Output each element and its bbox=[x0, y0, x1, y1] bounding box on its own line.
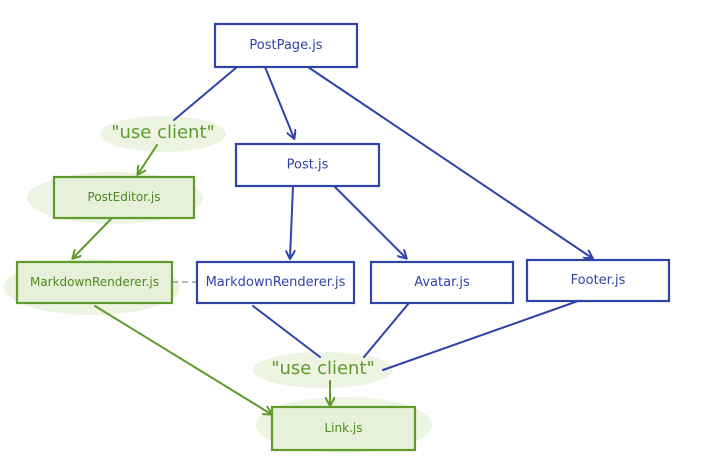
node-post-label: Post.js bbox=[287, 158, 329, 173]
node-link: Link.js bbox=[270, 405, 417, 452]
use-client-annotation-bottom: "use client" bbox=[271, 358, 375, 379]
node-footer-label: Footer.js bbox=[571, 273, 626, 288]
edge-post-markdown-right bbox=[290, 185, 293, 258]
edge-post-avatar bbox=[333, 185, 406, 258]
edge-markdown-right-link bbox=[252, 305, 321, 358]
node-link-label: Link.js bbox=[325, 421, 363, 435]
node-avatar-label: Avatar.js bbox=[414, 275, 470, 290]
edges bbox=[73, 66, 592, 414]
edge-postpage-post bbox=[264, 66, 294, 138]
node-footer: Footer.js bbox=[525, 258, 671, 303]
edge-footer-link bbox=[382, 300, 579, 371]
node-markdown-right: MarkdownRenderer.js bbox=[195, 260, 356, 305]
edge-avatar-link bbox=[363, 302, 410, 358]
node-markdown-left-label: MarkdownRenderer.js bbox=[30, 275, 159, 289]
edge-postpage-posteditor bbox=[173, 66, 238, 121]
node-markdown-right-label: MarkdownRenderer.js bbox=[206, 275, 346, 290]
edge-postpage-footer bbox=[307, 66, 592, 258]
node-markdown-left: MarkdownRenderer.js bbox=[15, 260, 174, 305]
use-client-annotation-top: "use client" bbox=[111, 122, 215, 143]
node-post: Post.js bbox=[234, 142, 381, 188]
edge-markdown-left-link bbox=[94, 305, 271, 414]
node-posteditor-label: PostEditor.js bbox=[88, 190, 161, 204]
edge-postpage-posteditor-arrow bbox=[138, 144, 158, 174]
node-postpage-label: PostPage.js bbox=[249, 38, 322, 53]
annotations: "use client" "use client" bbox=[111, 122, 375, 379]
node-postpage: PostPage.js bbox=[213, 22, 359, 69]
node-posteditor: PostEditor.js bbox=[52, 175, 196, 220]
edge-posteditor-markdown-left bbox=[73, 217, 113, 258]
node-avatar: Avatar.js bbox=[369, 260, 515, 305]
